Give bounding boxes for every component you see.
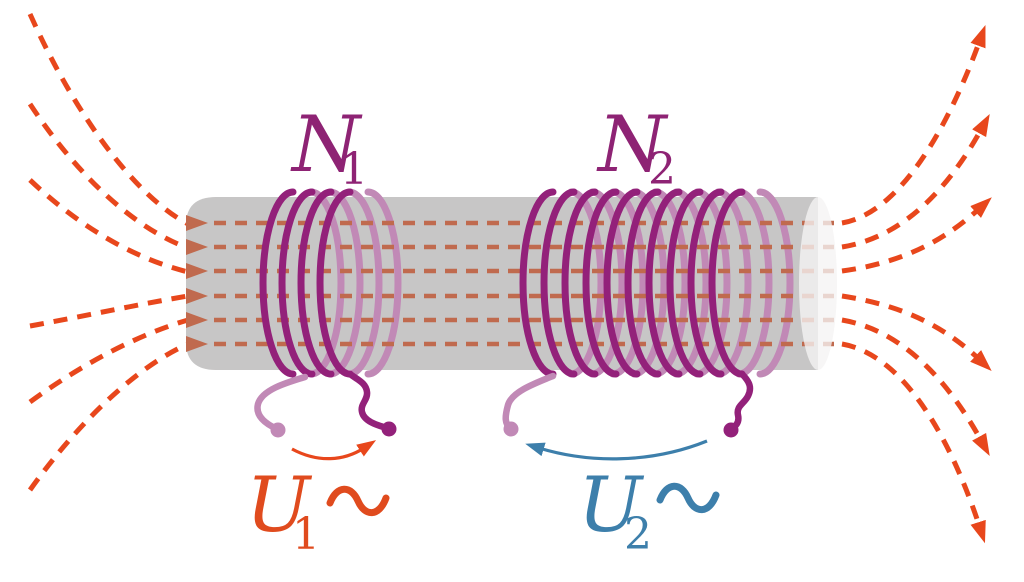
secondary-coil-front-turn (708, 188, 746, 378)
primary-lead-back (254, 373, 309, 433)
secondary-coil-front-turn (687, 188, 725, 378)
field-line (28, 178, 189, 275)
field-lines-left (27, 12, 190, 492)
primary-turns-label: N (290, 100, 363, 190)
primary-terminal-left (270, 422, 286, 438)
labels: N 1 N 2 U 1 U 2 (246, 100, 720, 560)
secondary-voltage-subscript: 2 (624, 509, 652, 560)
field-line (27, 341, 190, 492)
field-line (841, 197, 992, 274)
secondary-coil-front-turn (582, 188, 620, 378)
secondary-turns-subscript: 2 (648, 144, 676, 195)
secondary-coil-front-turn (666, 188, 704, 378)
secondary-lead-back (502, 372, 557, 433)
secondary-coil-back-turn (756, 188, 794, 378)
primary-coil-front-turn (259, 188, 297, 378)
primary-current-arrow (291, 440, 377, 461)
field-line (28, 317, 189, 405)
primary-voltage-label: U (246, 460, 313, 549)
field-lines-internal (186, 215, 834, 352)
field-line (841, 293, 992, 371)
primary-coil-back-turn (345, 188, 383, 378)
secondary-current-arrow (525, 439, 708, 461)
field-line (841, 24, 986, 226)
field-arrowhead-icon (186, 288, 208, 304)
secondary-coil-front-turn (624, 188, 662, 378)
field-arrowhead-icon (186, 312, 208, 328)
field-arrowhead-icon (186, 336, 208, 352)
field-line (27, 12, 190, 227)
primary-turns-subscript: 1 (340, 144, 368, 195)
secondary-coil-front-turn (645, 188, 683, 378)
secondary-coil-leads (502, 370, 754, 438)
primary-coil-back-turn (326, 188, 364, 378)
field-line (841, 317, 990, 457)
primary-voltage-subscript: 1 (292, 509, 320, 560)
primary-lead-front (346, 370, 391, 432)
field-arrowhead-icon (186, 239, 208, 255)
secondary-lead-front (727, 370, 754, 433)
secondary-turns-label: N (596, 100, 669, 190)
primary-coil-back-turn (307, 188, 345, 378)
secondary-coil-back-turn (735, 188, 773, 378)
secondary-coil-front-turn (603, 188, 641, 378)
coil-front-strands (259, 188, 746, 378)
field-arrowhead-icon (186, 215, 208, 231)
secondary-terminal-left (503, 421, 519, 437)
secondary-terminal-right (723, 422, 739, 438)
field-line (841, 341, 986, 544)
ac-wave-icon-secondary (656, 482, 720, 514)
field-line (27, 102, 189, 251)
field-lines-right (841, 24, 992, 544)
field-line (29, 293, 189, 329)
primary-coil-back-turn (364, 188, 402, 378)
secondary-voltage-label: U (578, 460, 645, 549)
secondary-coil-front-turn (540, 188, 578, 378)
field-arrowhead-icon (186, 263, 208, 279)
secondary-coil-front-turn (561, 188, 599, 378)
primary-terminal-right (381, 421, 397, 437)
primary-coil-front-turn (278, 188, 316, 378)
primary-coil-front-turn (297, 188, 335, 378)
secondary-coil-front-turn (519, 188, 557, 378)
core-end-cap (799, 197, 837, 370)
ac-wave-icon-primary (326, 485, 390, 517)
field-line (841, 113, 990, 250)
primary-coil-front-turn (316, 188, 354, 378)
primary-coil-leads (254, 370, 397, 438)
